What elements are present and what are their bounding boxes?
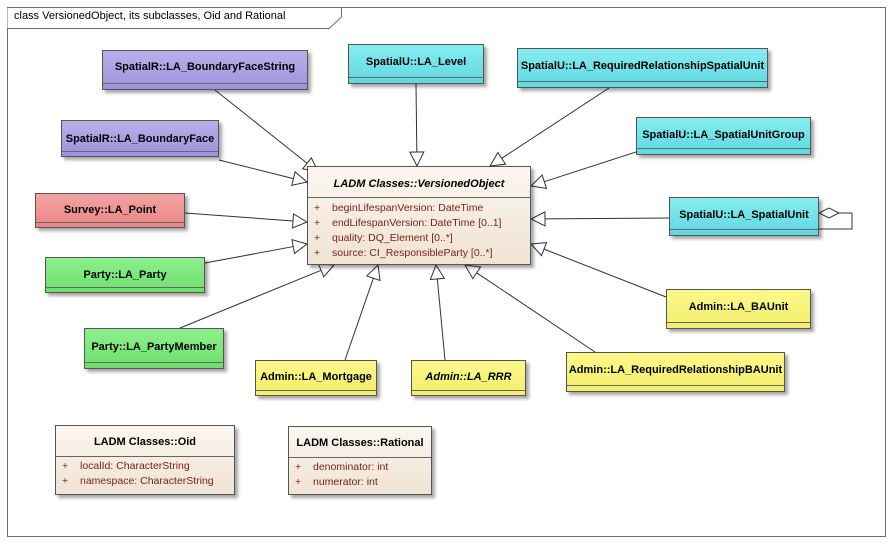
generalization-arrowhead-level: [409, 151, 425, 168]
generalization-arrowhead-boundary-face: [291, 170, 309, 187]
class-title: Admin::LA_Mortgage: [260, 371, 372, 383]
frame-title-tab: [7, 7, 342, 29]
class-title: Admin::LA_RRR: [425, 371, 512, 383]
generalization-line-point: [184, 212, 294, 222]
rational-title: LADM Classes::Rational: [296, 437, 424, 449]
class-title: Admin::LA_BAUnit: [688, 301, 789, 313]
versioned-object-class[interactable]: LADM Classes::VersionedObject +beginLife…: [307, 166, 531, 265]
la-spatial-unit-class[interactable]: SpatialU::LA_SpatialUnit: [669, 197, 819, 236]
class-title: SpatialU::LA_RequiredRelationshipSpatial…: [520, 60, 765, 72]
oid-title: LADM Classes::Oid: [93, 436, 197, 448]
generalization-arrowhead-point: [291, 213, 309, 229]
class-title: Survey::LA_Point: [63, 204, 157, 216]
self-aggregation-line: [819, 212, 853, 230]
generalization-arrowhead-rrr: [429, 263, 446, 281]
class-title: Party::LA_Party: [83, 269, 167, 281]
class-title: SpatialR::LA_BoundaryFaceString: [114, 61, 296, 73]
class-title: Admin::LA_RequiredRelationshipBAUnit: [568, 364, 783, 376]
la-boundary-face-string-class[interactable]: SpatialR::LA_BoundaryFaceString: [102, 50, 308, 90]
aggregation-diamond: [817, 207, 841, 219]
la-required-relationship-spatial-unit-class[interactable]: SpatialU::LA_RequiredRelationshipSpatial…: [517, 48, 768, 88]
class-title: SpatialR::LA_BoundaryFace: [65, 133, 215, 145]
class-title: SpatialU::LA_SpatialUnitGroup: [642, 129, 805, 141]
generalization-arrowhead-ba-unit: [529, 242, 548, 257]
generalization-arrowhead-spatial-unit-group: [529, 174, 548, 189]
frame-title: class VersionedObject, its subclasses, O…: [14, 10, 286, 22]
generalization-line-party-member: [179, 269, 322, 329]
la-boundary-face-class[interactable]: SpatialR::LA_BoundaryFace: [61, 120, 219, 157]
generalization-arrowhead-party: [291, 238, 309, 255]
generalization-line-spatial-unit-group: [544, 151, 637, 183]
generalization-line-req-rel-ba-unit: [476, 272, 596, 353]
la-level-class[interactable]: SpatialU::LA_Level: [348, 44, 484, 84]
la-point-class[interactable]: Survey::LA_Point: [35, 193, 185, 228]
la-required-relationship-ba-unit-class[interactable]: Admin::LA_RequiredRelationshipBAUnit: [566, 352, 785, 392]
class-title: Party::LA_PartyMember: [91, 341, 217, 353]
generalization-line-party: [204, 246, 294, 264]
oid-class[interactable]: LADM Classes::Oid +localId: CharacterStr…: [55, 425, 235, 495]
generalization-arrowhead-spatial-unit: [529, 211, 546, 227]
compartment-divider: [308, 197, 530, 198]
generalization-line-spatial-unit: [544, 217, 670, 220]
class-title: SpatialU::LA_Level: [365, 56, 467, 68]
generalization-arrowhead-party-member: [317, 263, 336, 278]
generalization-line-level: [415, 83, 418, 153]
la-spatial-unit-group-class[interactable]: SpatialU::LA_SpatialUnitGroup: [636, 117, 811, 155]
la-party-member-class[interactable]: Party::LA_PartyMember: [84, 328, 224, 369]
la-mortgage-class[interactable]: Admin::LA_Mortgage: [255, 360, 377, 396]
versioned-object-title: LADM Classes::VersionedObject: [333, 178, 505, 190]
la-party-class[interactable]: Party::LA_Party: [45, 257, 205, 293]
class-title: SpatialU::LA_SpatialUnit: [679, 209, 809, 221]
la-ba-unit-class[interactable]: Admin::LA_BAUnit: [666, 289, 811, 329]
generalization-line-boundary-face: [218, 159, 294, 180]
rational-class[interactable]: LADM Classes::Rational +denominator: int…: [288, 426, 432, 495]
la-rrr-class[interactable]: Admin::LA_RRR: [411, 360, 526, 396]
generalization-line-mortgage: [344, 278, 374, 361]
generalization-arrowhead-req-rel-ba-unit: [464, 264, 482, 280]
generalization-line-req-rel-spatial-unit: [501, 87, 610, 159]
generalization-line-rrr: [436, 278, 446, 361]
generalization-arrowhead-req-rel-spatial-unit: [489, 151, 507, 167]
generalization-line-ba-unit: [543, 248, 667, 298]
generalization-arrowhead-mortgage: [365, 263, 381, 282]
generalization-line-boundary-face-string: [214, 89, 308, 164]
